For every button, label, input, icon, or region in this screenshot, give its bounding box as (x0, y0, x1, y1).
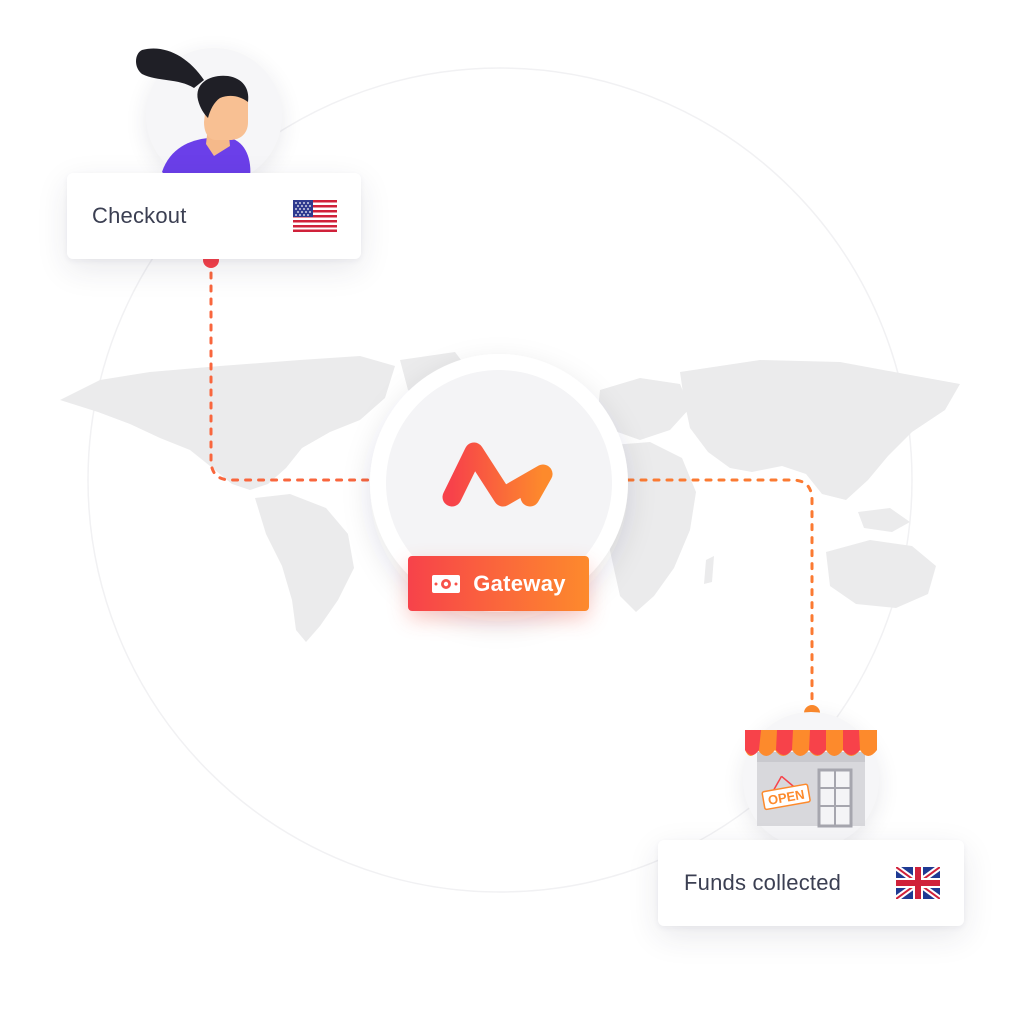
globe-outline (87, 67, 913, 893)
us-flag-icon (293, 200, 337, 232)
gateway-badge: Gateway (408, 556, 589, 611)
shop-icon: OPEN (745, 730, 877, 828)
funds-collected-card: Funds collected (658, 840, 964, 926)
connector-gateway-shop (626, 478, 814, 708)
woman-avatar-icon (136, 48, 251, 185)
gateway-logo-icon (442, 442, 553, 507)
world-map (60, 352, 960, 642)
checkout-card: Checkout (67, 173, 361, 259)
customer-avatar (136, 48, 282, 185)
shop-avatar: OPEN (743, 712, 879, 848)
checkout-label: Checkout (92, 203, 187, 228)
uk-flag-icon (896, 867, 940, 899)
open-sign-text: OPEN (767, 787, 806, 808)
money-icon (432, 574, 461, 593)
connector-checkout-gateway (209, 258, 372, 482)
gateway-label: Gateway (473, 570, 566, 596)
funds-collected-label: Funds collected (684, 870, 842, 895)
